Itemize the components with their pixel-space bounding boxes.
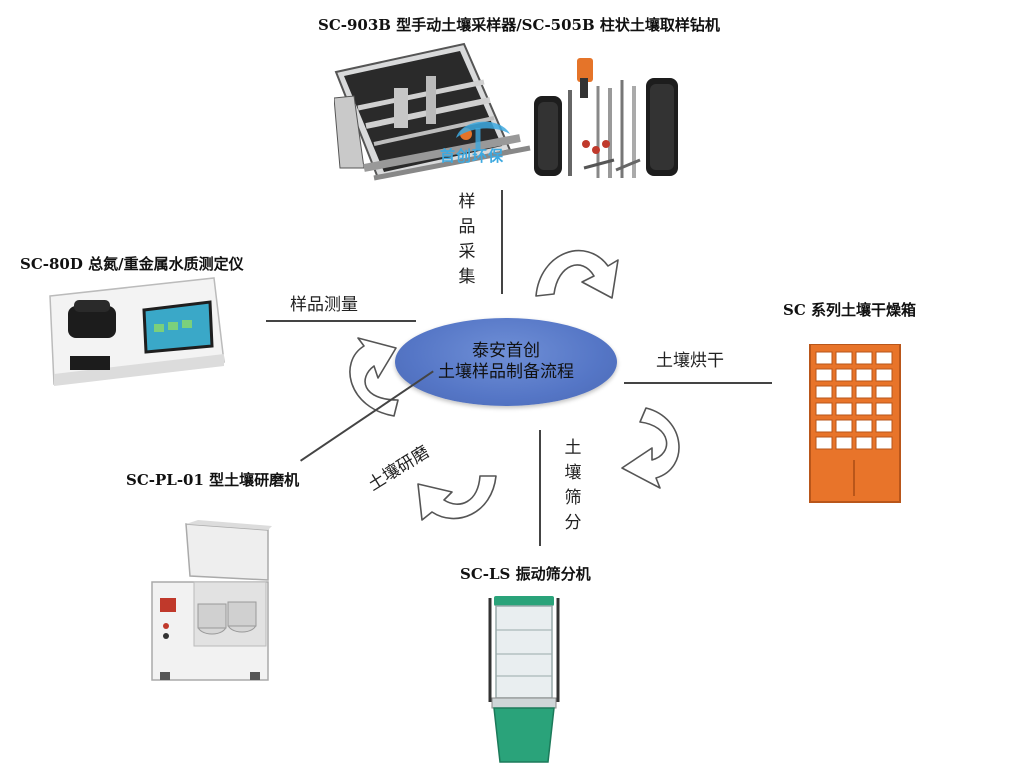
oven-drawer (815, 436, 833, 450)
step-sieve-char: 筛 (564, 488, 582, 508)
oven-drawer (815, 385, 833, 399)
oven-drawer (835, 402, 853, 416)
oven-drawer (835, 368, 853, 382)
cycle-arrow-right (616, 404, 692, 490)
step-collect-label: 样 品 采 集 (457, 190, 477, 290)
cycle-arrow-left (334, 334, 406, 422)
step-measure-label: 样品测量 (290, 295, 358, 315)
collect-connector-line (501, 190, 503, 294)
oven-drawer (855, 419, 873, 433)
process-center-ellipse: 泰安首创 土壤样品制备流程 (395, 318, 617, 406)
step-sieve-char: 分 (564, 513, 582, 533)
oven-drawer (835, 436, 853, 450)
sieve-image (484, 590, 564, 766)
tester-title: SC-80D 总氮/重金属水质测定仪 (20, 255, 244, 273)
oven-drawer (815, 368, 833, 382)
step-collect-char: 集 (458, 267, 476, 287)
oven-drawer (875, 419, 893, 433)
tester-image (46, 276, 228, 388)
step-sieve-label: 土 壤 筛 分 (563, 436, 583, 536)
oven-drawer (875, 368, 893, 382)
oven-drawer (875, 402, 893, 416)
oven-drawer (855, 351, 873, 365)
step-collect-char: 品 (458, 217, 476, 237)
step-dry-label: 土壤烘干 (656, 351, 724, 371)
grinder-title: SC-PL-01 型土壤研磨机 (126, 471, 300, 489)
oven-drawer (855, 402, 873, 416)
oven-drawer (855, 368, 873, 382)
oven-drawer (815, 419, 833, 433)
cycle-arrow-top-right (530, 232, 626, 304)
cycle-arrow-bottom (412, 470, 502, 528)
oven-drawer (855, 436, 873, 450)
measure-connector-line (266, 320, 416, 322)
sampler-case (333, 42, 512, 180)
oven-drawer (875, 351, 893, 365)
step-collect-char: 采 (458, 242, 476, 262)
oven-title: SC 系列土壤干燥箱 (783, 301, 916, 319)
oven-drawer (855, 385, 873, 399)
dry-connector-line (624, 382, 772, 384)
step-sieve-char: 土 (564, 438, 582, 458)
oven-drawer (815, 351, 833, 365)
oven-drawer (875, 436, 893, 450)
sieve-title: SC-LS 振动筛分机 (460, 565, 591, 583)
step-sieve-char: 壤 (564, 463, 582, 483)
oven-drawer (835, 419, 853, 433)
company-watermark: 首创环保 (440, 147, 505, 165)
company-logo (438, 116, 528, 168)
sampler-title: SC-903B 型手动土壤采样器/SC-505B 柱状土壤取样钻机 (318, 16, 720, 34)
oven-image (808, 343, 904, 504)
center-line1: 泰安首创 (472, 341, 540, 361)
grinder-image (150, 520, 272, 688)
center-line2: 土壤样品制备流程 (438, 362, 574, 382)
oven-drawer (815, 402, 833, 416)
oven-drawer (835, 385, 853, 399)
sieve-connector-line (539, 430, 541, 546)
oven-drawer (835, 351, 853, 365)
sampler-image (333, 38, 694, 188)
oven-drawer (875, 385, 893, 399)
step-collect-char: 样 (458, 192, 476, 212)
